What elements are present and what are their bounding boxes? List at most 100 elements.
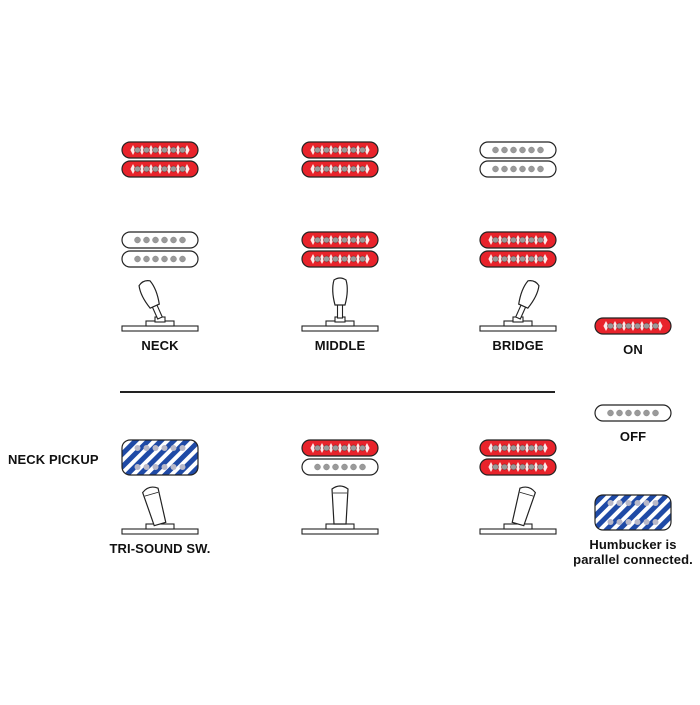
legend-on-label: ON: [623, 342, 643, 357]
neck-pickup-pos-2-upper-pole: [332, 444, 339, 452]
neck-pickup-pos-3-upper-accent: [497, 443, 503, 453]
switch-middle: [301, 277, 379, 332]
pickup-bottom-middle-upper: [301, 231, 379, 249]
neck-pickup-pos-1-pole: [134, 464, 141, 470]
pickup-top-bridge-lower-pole: [519, 165, 526, 173]
neck-pickup-pos-1-pole: [143, 445, 150, 451]
switch-middle-plate: [301, 325, 379, 332]
pickup-bottom-bridge-upper-pole: [519, 236, 526, 244]
legend-parallel-swatch-pole: [652, 519, 659, 525]
neck-pickup-pos-2-lower-pole: [332, 463, 339, 471]
pickup-bottom-neck-upper-body: [121, 231, 199, 249]
pickup-top-middle-lower-pole: [314, 165, 321, 173]
pickup-top-neck-lower-accent: [157, 164, 163, 174]
pickup-bottom-neck-upper-pole: [143, 236, 150, 244]
switch-neck-tip: [138, 280, 160, 309]
neck-pickup-pos-3-upper-accent: [488, 443, 494, 453]
pickup-top-neck-upper-pole: [143, 146, 150, 154]
neck-pickup-pos-3-upper-pole: [519, 444, 526, 452]
pickup-top-neck-upper-pole: [170, 146, 177, 154]
legend-on-swatch-pole: [634, 322, 641, 330]
neck-pickup-pos-2-lower-pole: [323, 463, 330, 471]
label-bridge: BRIDGE: [492, 338, 544, 353]
pickup-bottom-middle-upper-accent: [337, 235, 343, 245]
legend-on-swatch-pole: [616, 322, 623, 330]
pickup-bottom-middle-lower-pole: [359, 255, 366, 263]
switch-neck-plate: [121, 325, 199, 332]
neck-pickup-pos-3-upper-accent: [533, 443, 539, 453]
switch-middle-tip: [332, 277, 348, 306]
pickup-top-middle-lower-accent: [319, 164, 325, 174]
switch-bridge-tip: [518, 280, 540, 309]
neck-pickup-pos-1-pole: [161, 445, 168, 451]
pickup-top-bridge-lower-body: [479, 160, 557, 178]
pickup-top-bridge-lower: [479, 160, 557, 178]
neck-pickup-pos-2-lower-pole: [350, 463, 357, 471]
pickup-top-neck-upper-pole: [179, 146, 186, 154]
pickup-bottom-neck-lower-pole: [134, 255, 141, 263]
pickup-top-neck-lower-accent: [130, 164, 136, 174]
neck-pickup-pos-2-lower-body: [301, 458, 379, 476]
pickup-top-middle-upper-accent: [337, 145, 343, 155]
switch-bridge: [479, 280, 557, 332]
legend-on-swatch: [594, 317, 672, 335]
pickup-bottom-middle-lower-accent: [346, 254, 352, 264]
neck-pickup-pos-3-upper-pole: [501, 444, 508, 452]
tri-switch-pos-2-plate: [301, 528, 379, 535]
legend-parallel-swatch-pole: [616, 519, 623, 525]
neck-pickup-pos-2-upper-accent: [346, 443, 352, 453]
legend-parallel-swatch-body: [594, 494, 672, 531]
tri-switch-pos-1-lever: [141, 486, 167, 527]
pickup-bottom-bridge-upper-accent: [506, 235, 512, 245]
pickup-bottom-middle-lower-pole: [350, 255, 357, 263]
neck-pickup-pos-2-lower: [301, 458, 379, 476]
legend-parallel-swatch: [594, 494, 672, 531]
pickup-bottom-neck-upper-pole: [134, 236, 141, 244]
legend-on-swatch-pole: [652, 322, 659, 330]
pickup-top-neck-upper-pole: [134, 146, 141, 154]
legend-on-swatch-accent: [621, 321, 627, 331]
pickup-bottom-middle-lower-pole: [314, 255, 321, 263]
pickup-top-neck-lower-accent: [184, 164, 190, 174]
pickup-top-middle-lower-pole: [359, 165, 366, 173]
pickup-bottom-bridge-upper-pole: [528, 236, 535, 244]
tri-switch-pos-2-lever: [331, 485, 349, 525]
pickup-top-neck-lower-accent: [139, 164, 145, 174]
neck-pickup-pos-3-lower-accent: [497, 462, 503, 472]
pickup-bottom-neck-upper-pole: [152, 236, 159, 244]
legend-off-swatch-pole: [625, 409, 632, 417]
label-middle: MIDDLE: [314, 338, 366, 353]
legend-off-label: OFF: [619, 429, 647, 444]
pickup-bottom-bridge-lower-accent: [542, 254, 548, 264]
pickup-top-bridge-lower-pole: [537, 165, 544, 173]
pickup-bottom-middle-upper-accent: [328, 235, 334, 245]
neck-pickup-pos-1-pole: [161, 464, 168, 470]
pickup-bottom-middle-lower-accent: [319, 254, 325, 264]
legend-parallel-swatch-pole: [607, 500, 614, 506]
legend-off-swatch-pole: [616, 409, 623, 417]
pickup-bottom-middle-upper-accent: [310, 235, 316, 245]
pickup-bottom-middle-lower-accent: [310, 254, 316, 264]
neck-pickup-pos-3-upper: [479, 439, 557, 457]
pickup-top-middle-upper-accent: [346, 145, 352, 155]
neck-pickup-pos-3-upper-pole: [528, 444, 535, 452]
pickup-top-middle-lower-accent: [337, 164, 343, 174]
legend-on-swatch-pole: [643, 322, 650, 330]
pickup-top-middle-lower: [301, 160, 379, 178]
pickup-top-bridge-upper-pole: [528, 146, 535, 154]
pickup-bottom-bridge-upper: [479, 231, 557, 249]
neck-pickup-pos-2-upper-pole: [359, 444, 366, 452]
neck-pickup-pos-3-lower-accent: [488, 462, 494, 472]
tri-switch-pos-3-ridge: [519, 491, 534, 497]
pickup-bottom-middle-lower-accent: [337, 254, 343, 264]
pickup-top-middle-upper-accent: [319, 145, 325, 155]
legend-on-swatch-accent: [648, 321, 654, 331]
pickup-top-middle-upper-accent: [355, 145, 361, 155]
pickup-bottom-bridge-upper-accent: [542, 235, 548, 245]
pickup-bottom-middle-lower-accent: [355, 254, 361, 264]
neck-pickup-pos-1-pole: [170, 445, 177, 451]
pickup-top-neck-upper-accent: [184, 145, 190, 155]
neck-pickup-pos-3-upper-accent: [524, 443, 530, 453]
legend-off-swatch-pole: [652, 409, 659, 417]
pickup-bottom-neck-upper-pole: [179, 236, 186, 244]
